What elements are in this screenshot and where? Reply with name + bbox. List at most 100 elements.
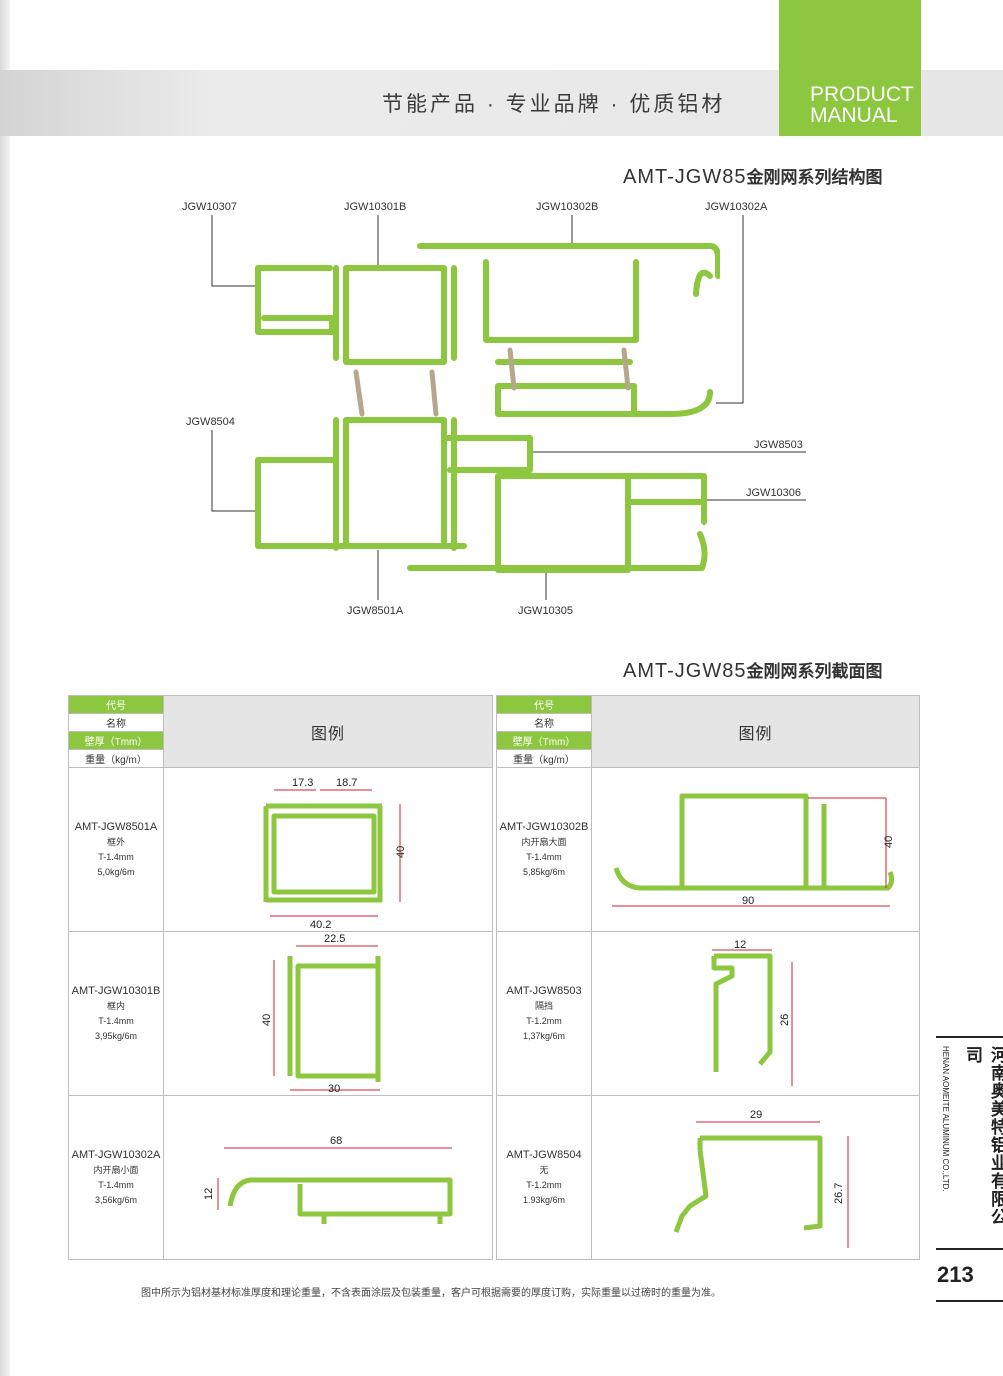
dim-h: 26.7 — [833, 1183, 845, 1204]
page-number: 213 — [937, 1262, 974, 1287]
header-slogan: 节能产品 · 专业品牌 · 优质铝材 — [382, 93, 726, 116]
profile-name: 内开扇大面 — [521, 836, 567, 847]
label-jgw8501a: JGW8501A — [347, 605, 404, 617]
profile-jgw10301b-drawing: 22.5 40 30 — [261, 933, 381, 1095]
header-thickness: 壁厚（Tmm） — [68, 731, 164, 750]
structure-title: AMT-JGW85金刚网系列结构图 — [623, 163, 882, 189]
dim-w: 40.2 — [310, 919, 331, 931]
header-code: 代号 — [68, 695, 164, 714]
product-manual-line2: MANUAL — [810, 104, 898, 127]
profile-code: AMT-JGW10302A — [71, 1148, 161, 1161]
profile-code: AMT-JGW10302B — [499, 820, 589, 833]
label-jgw10301b: JGW10301B — [344, 201, 407, 213]
product-manual-label: PRODUCT MANUAL — [810, 84, 914, 126]
profile-thickness: T-1.2mm — [526, 1015, 562, 1026]
table-row: AMT-JGW8504 无 T-1.2mm 1.93kg/6m 29 26.7 — [496, 1095, 920, 1260]
side-rule-mid — [936, 1248, 1003, 1250]
profile-figure: 12 26 — [591, 931, 920, 1096]
product-manual-line1: PRODUCT — [810, 83, 914, 106]
dim-h: 40 — [261, 1014, 273, 1026]
company-en: HENAN AOMEITE ALUMINUM CO.,LTD. — [941, 1046, 950, 1192]
label-jgw10305: JGW10305 — [518, 605, 574, 617]
company-block: 河南奥美特铝业有限公司 HENAN AOMEITE ALUMINUM CO.,L… — [940, 1040, 1003, 1240]
dim-h: 26 — [779, 1014, 791, 1026]
profile-figure: 68 12 — [163, 1095, 493, 1260]
side-rule-bottom — [936, 1300, 1003, 1302]
header-thickness: 壁厚（Tmm） — [496, 731, 592, 750]
spec-cell: AMT-JGW8503 隔挡 T-1.2mm 1,37kg/6m — [496, 931, 592, 1096]
label-jgw8503: JGW8503 — [754, 439, 803, 451]
dim-a: 17.3 — [292, 777, 313, 789]
dim-b: 18.7 — [336, 777, 357, 789]
footer-note: 图中所示为铝材基材标准厚度和理论重量，不含表面涂层及包装重量，客户可根据需要的厚… — [141, 1288, 721, 1299]
profile-thickness: T-1.2mm — [526, 1179, 562, 1190]
company-cn: 河南奥美特铝业有限公司 — [963, 1046, 1003, 1226]
spec-cell: AMT-JGW10302B 内开扇大面 T-1.4mm 5,85kg/6m — [496, 767, 592, 932]
header-name: 名称 — [68, 713, 164, 732]
profile-weight: 5,85kg/6m — [522, 866, 566, 877]
dim-w: 68 — [330, 1135, 342, 1147]
profile-name: 框外 — [106, 836, 125, 847]
header-legend: 图例 — [163, 695, 493, 768]
structure-diagram — [255, 243, 720, 573]
profile-figure: 22.5 40 30 — [163, 931, 493, 1096]
profile-jgw8503-drawing: 12 26 — [711, 939, 793, 1086]
label-jgw10302b: JGW10302B — [536, 201, 599, 213]
profile-weight: 3,56kg/6m — [94, 1194, 138, 1205]
table-row: AMT-JGW10301B 框内 T-1.4mm 3,95kg/6m 22.5 … — [68, 931, 493, 1096]
profile-weight: 3,95kg/6m — [94, 1030, 138, 1041]
dim-h: 40 — [883, 836, 895, 848]
profile-figure: 90 40 — [591, 767, 920, 932]
profile-thickness: T-1.4mm — [526, 851, 562, 862]
header-legend: 图例 — [591, 695, 920, 768]
dim-w: 12 — [734, 939, 746, 951]
label-jgw10307: JGW10307 — [182, 201, 238, 213]
spec-cell: AMT-JGW8501A 框外 T-1.4mm 5,0kg/6m — [68, 767, 164, 932]
profile-code: AMT-JGW8503 — [506, 984, 582, 997]
dim-w: 29 — [750, 1109, 762, 1121]
profile-figure: 29 26.7 — [591, 1095, 920, 1260]
profile-name: 隔挡 — [534, 1000, 553, 1011]
side-rule-top — [936, 1036, 1003, 1038]
profile-name: 内开扇小面 — [93, 1164, 139, 1175]
profile-weight: 5,0kg/6m — [97, 866, 135, 877]
spec-cell: AMT-JGW10302A 内开扇小面 T-1.4mm 3,56kg/6m — [68, 1095, 164, 1260]
profile-jgw10302b-drawing: 90 40 — [612, 793, 895, 907]
table-row: AMT-JGW8503 隔挡 T-1.2mm 1,37kg/6m 12 26 — [496, 931, 920, 1096]
profile-thickness: T-1.4mm — [98, 1015, 134, 1026]
profile-jgw10302a-drawing: 68 12 — [203, 1135, 453, 1224]
profile-code: AMT-JGW8501A — [74, 820, 158, 833]
product-manual-tab — [779, 0, 921, 136]
dim-w: 30 — [328, 1083, 340, 1095]
dim-h: 12 — [203, 1188, 215, 1200]
header-name: 名称 — [496, 713, 592, 732]
section-title-suffix: 金刚网系列截面图 — [746, 662, 883, 681]
structure-title-suffix: 金刚网系列结构图 — [746, 168, 883, 187]
spec-cell: AMT-JGW10301B 框内 T-1.4mm 3,95kg/6m — [68, 931, 164, 1096]
profile-jgw8501a-drawing: 17.3 18.7 40 40.2 — [263, 777, 407, 931]
header-weight: 重量（kg/m） — [68, 749, 164, 768]
table-row: AMT-JGW10302A 内开扇小面 T-1.4mm 3,56kg/6m 68… — [68, 1095, 493, 1260]
profile-name: 框内 — [106, 1000, 125, 1011]
header-code: 代号 — [496, 695, 592, 714]
profile-jgw8504-drawing: 29 26.7 — [673, 1109, 849, 1248]
profile-figure: 17.3 18.7 40 40.2 — [163, 767, 493, 932]
spec-cell: AMT-JGW8504 无 T-1.2mm 1.93kg/6m — [496, 1095, 592, 1260]
profile-weight: 1,37kg/6m — [522, 1030, 566, 1041]
section-title-prefix: AMT-JGW85 — [623, 660, 747, 682]
label-jgw10302a: JGW10302A — [705, 201, 768, 213]
header-weight: 重量（kg/m） — [496, 749, 592, 768]
dim-w: 90 — [742, 895, 754, 907]
section-table-right: 代号 图例 名称 壁厚（Tmm） 重量（kg/m） AMT-JGW10302B … — [496, 695, 920, 1260]
profile-weight: 1.93kg/6m — [522, 1194, 566, 1205]
profile-name: 无 — [539, 1164, 549, 1175]
page-gutter-shadow — [0, 0, 10, 1376]
profile-thickness: T-1.4mm — [98, 851, 134, 862]
label-jgw8504: JGW8504 — [186, 416, 235, 428]
table-row: AMT-JGW8501A 框外 T-1.4mm 5,0kg/6m 17.3 18… — [68, 767, 493, 932]
label-jgw10306: JGW10306 — [746, 487, 802, 499]
profile-code: AMT-JGW8504 — [506, 1148, 582, 1161]
profile-thickness: T-1.4mm — [98, 1179, 134, 1190]
table-row: AMT-JGW10302B 内开扇大面 T-1.4mm 5,85kg/6m 90… — [496, 767, 920, 932]
dim-h: 40 — [395, 846, 407, 858]
